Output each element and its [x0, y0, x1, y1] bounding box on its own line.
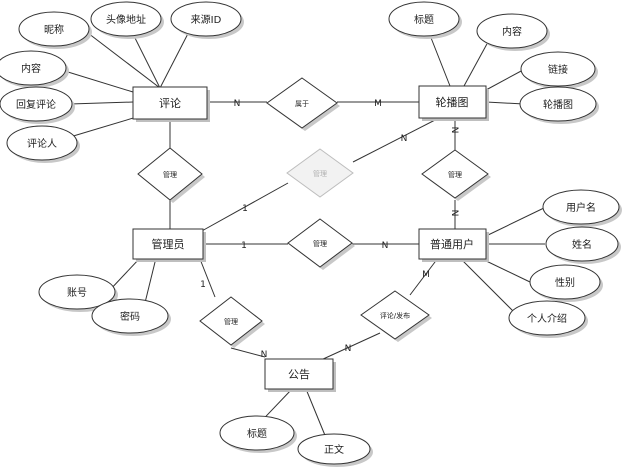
- entity-comment: 评论: [132, 86, 210, 122]
- attribute-comment-author-label: 评论人: [27, 137, 57, 150]
- attribute-user-gender-label: 性别: [555, 276, 575, 289]
- cardinality-notice-user: N: [345, 344, 352, 354]
- entity-notice: 公告: [264, 358, 336, 392]
- attribute-admin-password: 密码: [91, 298, 171, 336]
- attribute-comment-avatar-label: 头像地址: [106, 13, 146, 26]
- cardinality-labels: N M N 1 N N 1 N 1 N M N: [200, 99, 459, 360]
- entity-carousel: 轮播图: [418, 85, 489, 121]
- attribute-carousel-image-label: 轮播图: [543, 98, 573, 111]
- attribute-admin-password-label: 密码: [120, 310, 140, 323]
- entity-admin-label: 管理员: [152, 237, 185, 251]
- attribute-comment-nickname-label: 昵称: [44, 23, 64, 36]
- relationship-user-carousel: 管理: [421, 149, 491, 201]
- attribute-carousel-title: 标题: [388, 1, 462, 39]
- relationship-admin-carousel: 管理: [286, 148, 354, 198]
- relationship-user-carousel-label: 管理: [448, 170, 462, 179]
- attribute-carousel-image: 轮播图: [519, 86, 599, 124]
- attribute-comment-content: 内容: [0, 50, 69, 88]
- relationship-admin-user-label: 管理: [313, 239, 327, 248]
- entity-carousel-label: 轮播图: [436, 95, 469, 109]
- relationship-comment-admin: 管理: [137, 147, 205, 203]
- attribute-comment-author: 评论人: [6, 125, 80, 163]
- relationship-belongs-to-label: 属于: [295, 100, 309, 108]
- cardinality-belongs-carousel: M: [374, 99, 382, 109]
- attribute-comment-source-id-label: 来源ID: [191, 13, 222, 26]
- relationship-admin-notice-label: 管理: [224, 317, 238, 326]
- attribute-comment-content-label: 内容: [21, 62, 41, 75]
- attribute-comment-source-id: 来源ID: [170, 1, 244, 39]
- cardinality-user-carousel: N: [449, 210, 459, 217]
- entity-user-label: 普通用户: [430, 237, 474, 251]
- attribute-notice-title: 标题: [219, 415, 297, 453]
- relationship-admin-notice: 管理: [199, 296, 265, 348]
- attribute-notice-title-label: 标题: [247, 428, 267, 440]
- relationship-user-notice: 评论/发布: [360, 290, 432, 342]
- attribute-carousel-content-label: 内容: [502, 25, 522, 38]
- attribute-notice-body-label: 正文: [324, 443, 344, 456]
- cardinality-carousel-admin: N: [401, 134, 408, 144]
- attribute-comment-avatar: 头像地址: [90, 1, 164, 39]
- entity-user: 普通用户: [418, 228, 489, 262]
- attribute-user-intro: 个人介绍: [508, 300, 588, 338]
- attribute-carousel-title-label: 标题: [414, 14, 434, 26]
- attribute-comment-nickname: 昵称: [18, 11, 92, 49]
- cardinality-admin-carousel: 1: [242, 204, 248, 214]
- attribute-user-username: 用户名: [542, 189, 622, 227]
- attribute-user-username-label: 用户名: [566, 201, 596, 214]
- cardinality-admin-user: 1: [241, 241, 247, 251]
- attribute-user-name: 姓名: [545, 226, 621, 264]
- relationship-admin-user: 管理: [287, 218, 355, 270]
- entity-admin: 管理员: [132, 228, 206, 262]
- entity-notice-label: 公告: [288, 368, 310, 381]
- attribute-carousel-link-label: 链接: [548, 63, 568, 76]
- relationship-belongs-to: 属于: [266, 77, 340, 131]
- attribute-admin-account-label: 账号: [67, 287, 87, 299]
- entity-comment-label: 评论: [159, 96, 181, 110]
- attribute-admin-account: 账号: [38, 274, 118, 312]
- attribute-comment-reply: 回复评论: [0, 86, 75, 124]
- relationship-user-notice-label: 评论/发布: [380, 311, 410, 320]
- cardinality-user-notice: M: [422, 270, 430, 280]
- attribute-user-gender: 性别: [529, 264, 603, 302]
- attribute-comment-reply-label: 回复评论: [16, 98, 56, 111]
- attribute-user-intro-label: 个人介绍: [527, 312, 567, 325]
- cardinality-comment-belongs: N: [234, 99, 241, 109]
- cardinality-admin-notice: 1: [200, 280, 206, 290]
- relationship-comment-admin-label: 管理: [163, 170, 177, 179]
- attribute-user-name-label: 姓名: [572, 238, 592, 251]
- attribute-notice-body: 正文: [297, 433, 373, 467]
- relationship-admin-carousel-label: 管理: [313, 169, 327, 178]
- cardinality-user-admin: N: [382, 241, 389, 251]
- attribute-carousel-link: 链接: [520, 51, 598, 89]
- cardinality-notice-admin: N: [261, 350, 268, 360]
- attribute-carousel-content: 内容: [476, 13, 550, 51]
- cardinality-carousel-user: N: [449, 127, 459, 134]
